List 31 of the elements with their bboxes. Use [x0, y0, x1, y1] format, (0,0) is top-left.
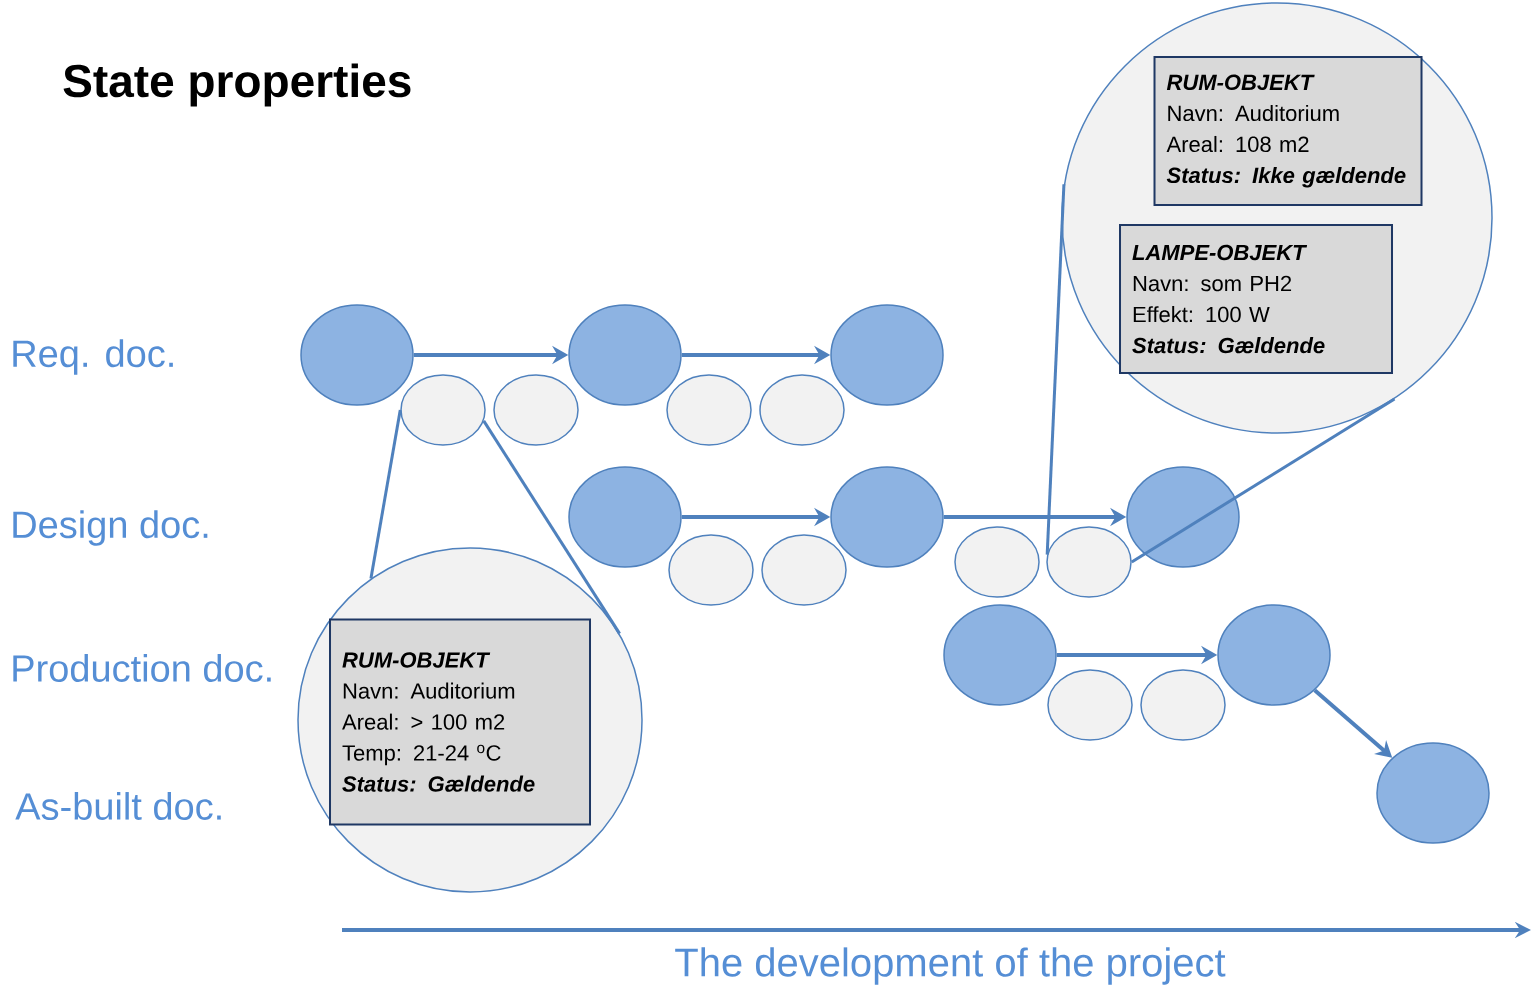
document-ellipse [830, 466, 944, 568]
row-label: Design doc. [13, 510, 208, 546]
state-ellipse [666, 374, 752, 446]
state-ellipse [493, 374, 579, 446]
leader-line [1130, 397, 1396, 564]
row-label: As-built doc. [15, 792, 221, 820]
title: State properties [63, 63, 411, 107]
document-ellipse [1217, 604, 1331, 706]
leader-line [482, 420, 621, 635]
document-ellipse [1376, 742, 1490, 844]
state-ellipse [668, 534, 754, 606]
document-ellipse [943, 604, 1057, 706]
state-ellipse [1047, 669, 1133, 741]
state-ellipse [759, 374, 845, 446]
state-ellipse [1046, 526, 1132, 598]
document-ellipse [830, 304, 944, 406]
axis-label: The development of the project [675, 947, 1226, 985]
document-ellipse [568, 304, 682, 406]
state-ellipse [954, 526, 1040, 598]
document-ellipse [1126, 466, 1240, 568]
leader-line [369, 409, 402, 579]
document-ellipse [568, 466, 682, 568]
state-ellipse [1140, 669, 1226, 741]
document-ellipse [300, 304, 414, 406]
object-box: RUM-OBJEKT Navn: Auditorium Areal: > 100 m2 Temp: 21-24 $^{o}$C Status: Gældende [329, 618, 591, 826]
row-label: Production doc. [13, 654, 271, 682]
row-label: Req. doc. [13, 339, 173, 375]
state-ellipse [400, 374, 486, 446]
object-box: RUM-OBJEKT Navn: Auditorium Areal: 108 m2 Status: Ikke gældende [1153, 56, 1423, 206]
object-box: LAMPE-OBJEKT Navn: som PH2 Effekt: 100 W Status: Gældende [1119, 224, 1393, 374]
state-ellipse [761, 534, 847, 606]
